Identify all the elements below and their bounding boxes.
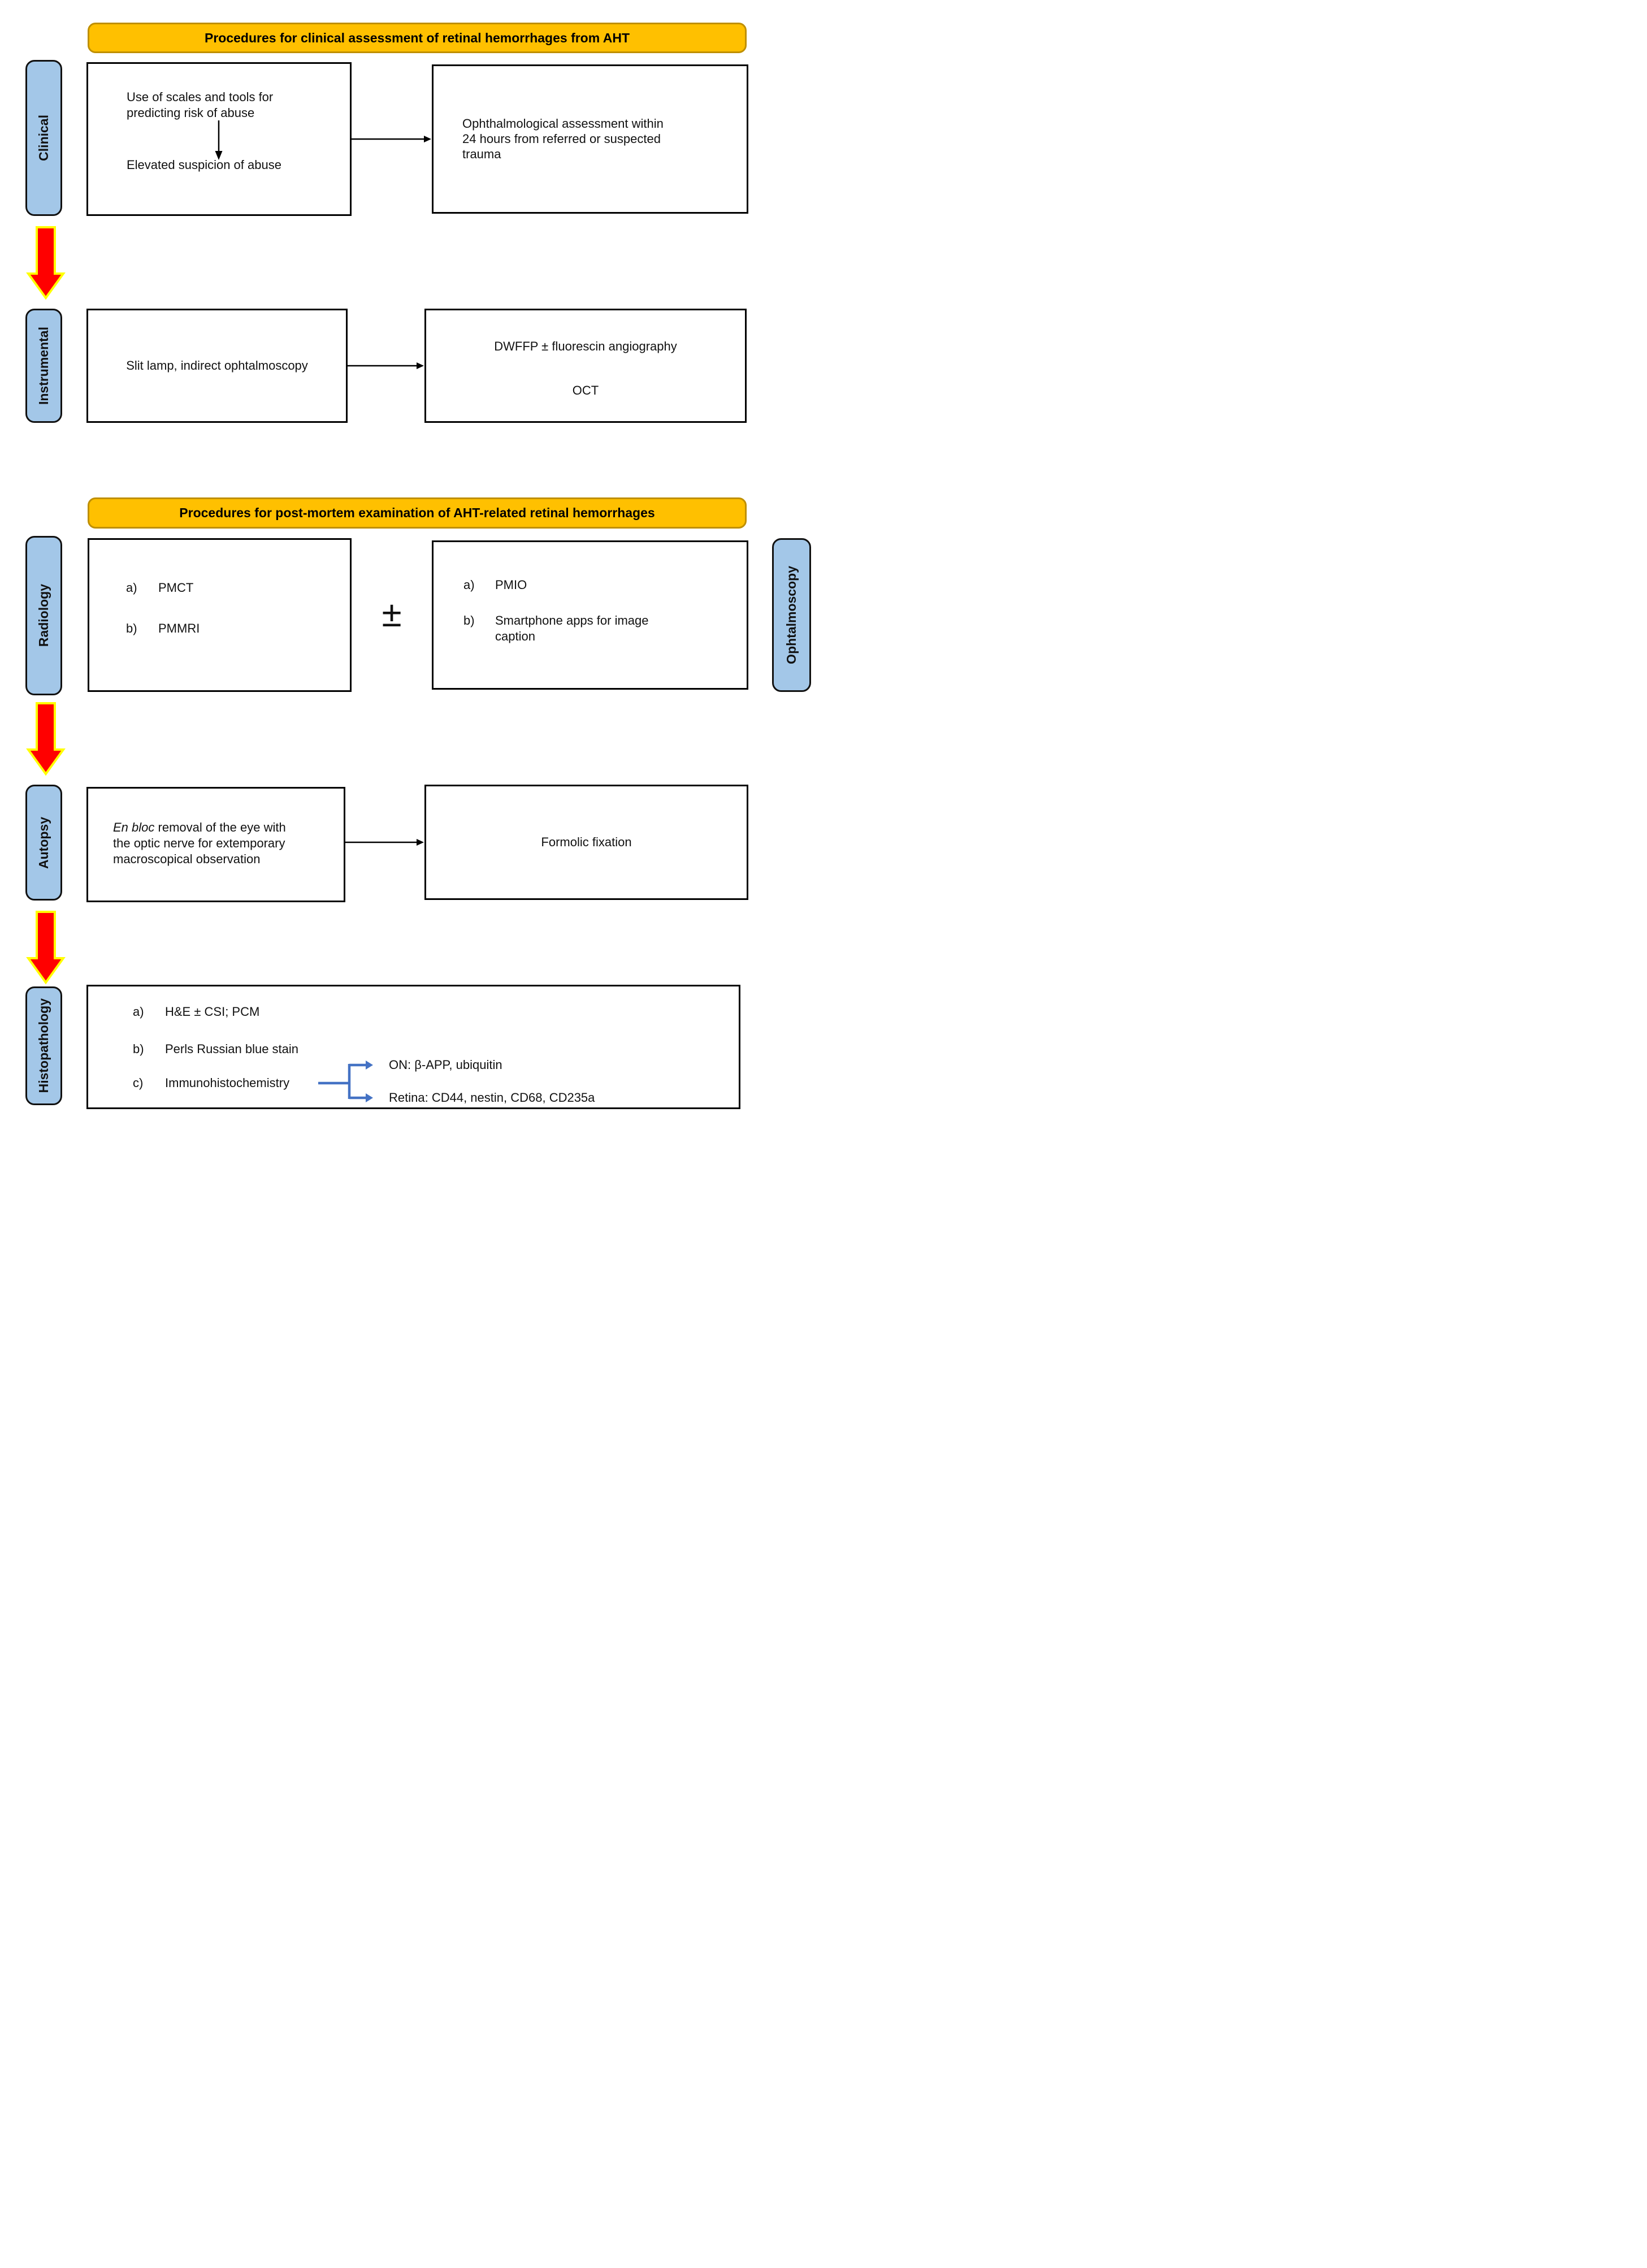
row-label-clinical: Clinical: [25, 60, 62, 216]
radiology-right-item-b-marker: b): [463, 613, 475, 627]
box-autopsy-formolic-fixation: [424, 785, 748, 900]
banner-clinical-procedures: Procedures for clinical assessment of re…: [88, 23, 747, 53]
radiology-left-item-a-text: PMCT: [158, 581, 194, 595]
row-label-histopathology: Histopathology: [25, 986, 62, 1105]
box-histopathology: [86, 985, 740, 1109]
radiology-right-item-a-text: PMIO: [495, 578, 527, 592]
red-down-arrow-icon: [26, 702, 66, 776]
histopathology-item-b-text: Perls Russian blue stain: [165, 1042, 299, 1056]
right-arrow-icon: [345, 839, 424, 846]
autopsy-right-text: Formolic fixation: [541, 835, 632, 849]
box-instrumental-dwffp-oct: [424, 309, 747, 423]
instrumental-left-text: Slit lamp, indirect ophtalmoscopy: [126, 358, 308, 373]
clinical-right-line1: Ophthalmological assessment within: [462, 116, 664, 131]
radiology-right-item-b-text2: caption: [495, 629, 535, 643]
row-label-autopsy-text: Autopsy: [36, 816, 51, 869]
row-label-autopsy: Autopsy: [25, 785, 62, 901]
clinical-left-line2: predicting risk of abuse: [127, 106, 255, 120]
row-label-instrumental: Instrumental: [25, 309, 62, 423]
box-instrumental-slit-lamp: [86, 309, 348, 423]
row-label-ophtalmoscopy: Ophtalmoscopy: [772, 538, 811, 692]
clinical-right-line3: trauma: [462, 147, 501, 161]
plus-minus-symbol: ±: [382, 594, 402, 634]
branch-arrows-icon: [318, 1061, 373, 1102]
row-label-histopathology-text: Histopathology: [36, 998, 51, 1093]
histopathology-item-b-marker: b): [133, 1042, 144, 1056]
box-radiology-pmio-smartphone: [432, 540, 748, 690]
histopathology-on-line: ON: β-APP, ubiquitin: [389, 1058, 502, 1072]
clinical-left-result: Elevated suspicion of abuse: [127, 158, 281, 172]
box-autopsy-en-bloc: [86, 787, 345, 902]
row-label-instrumental-text: Instrumental: [36, 326, 51, 405]
clinical-left-line1: Use of scales and tools for: [127, 90, 274, 104]
instrumental-right-line1: DWFFP ± fluorescin angiography: [494, 339, 677, 353]
down-arrow-icon: [215, 120, 223, 160]
right-arrow-icon: [352, 136, 431, 142]
box-radiology-pmct-pmmri: [88, 538, 352, 692]
red-down-arrow-icon: [26, 226, 66, 300]
histopathology-item-c-text: Immunohistochemistry: [165, 1076, 290, 1090]
histopathology-item-a-text: H&E ± CSI; PCM: [165, 1005, 260, 1019]
row-label-radiology: Radiology: [25, 536, 62, 695]
histopathology-item-c-marker: c): [133, 1076, 144, 1090]
row-label-clinical-text: Clinical: [36, 115, 51, 161]
box-clinical-ophthalmological-assessment: [432, 64, 748, 214]
banner-postmortem-text: Procedures for post-mortem examination o…: [179, 505, 655, 520]
banner-postmortem-procedures: Procedures for post-mortem examination o…: [88, 497, 747, 529]
red-down-arrow-icon: [26, 911, 66, 985]
histopathology-retina-line: Retina: CD44, nestin, CD68, CD235a: [389, 1090, 595, 1105]
row-label-ophtalmoscopy-text: Ophtalmoscopy: [784, 566, 799, 664]
radiology-right-item-a-marker: a): [463, 578, 475, 592]
autopsy-left-line1-italic: En bloc: [113, 820, 155, 834]
histopathology-item-a-marker: a): [133, 1005, 144, 1019]
radiology-left-item-b-text: PMMRI: [158, 621, 200, 635]
row-label-radiology-text: Radiology: [36, 584, 51, 647]
radiology-left-item-b-marker: b): [126, 621, 137, 635]
banner-clinical-text: Procedures for clinical assessment of re…: [205, 30, 630, 45]
autopsy-left-line1-rest: removal of the eye with: [154, 820, 286, 834]
autopsy-left-line3: macroscopical observation: [113, 852, 261, 866]
radiology-left-item-a-marker: a): [126, 581, 137, 595]
flowchart-canvas: Procedures for clinical assessment of re…: [0, 0, 824, 1134]
clinical-right-line2: 24 hours from referred or suspected: [462, 132, 661, 146]
autopsy-left-line2: the optic nerve for extemporary: [113, 836, 285, 850]
autopsy-left-line1: En bloc removal of the eye with: [113, 820, 286, 835]
right-arrow-icon: [348, 362, 424, 369]
instrumental-right-line2: OCT: [572, 383, 599, 397]
radiology-right-item-b-text: Smartphone apps for image: [495, 613, 649, 627]
